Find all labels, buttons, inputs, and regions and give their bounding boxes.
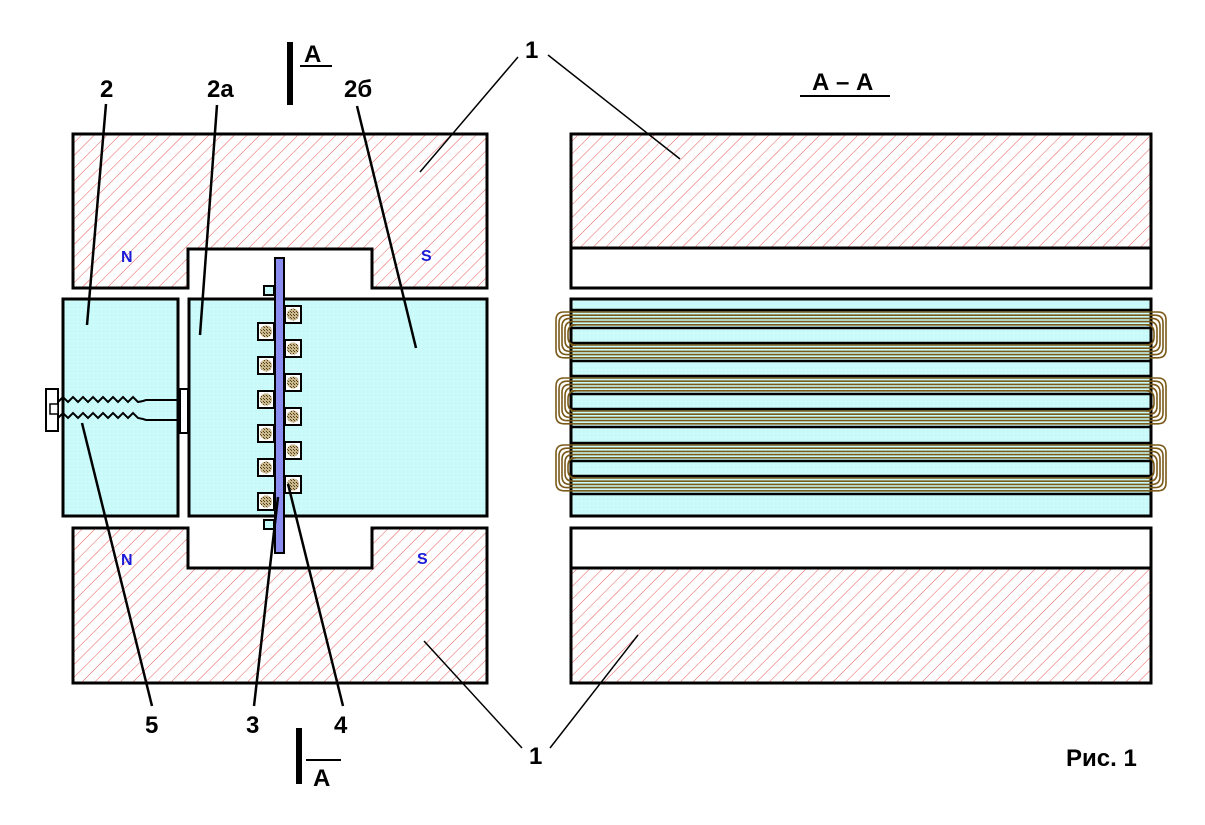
adjust-screw <box>45 388 189 434</box>
label-2a: 2а <box>207 76 234 103</box>
coil-square <box>284 441 302 460</box>
coil-square <box>284 373 302 392</box>
coil-group <box>555 441 1167 496</box>
pole-label-n-bottom: N <box>121 552 133 569</box>
coil-square <box>257 322 275 341</box>
plate-tab-bottom <box>263 519 275 530</box>
coil-square <box>257 356 275 375</box>
coil-square <box>257 458 275 477</box>
pole-label-s-bottom: S <box>417 551 428 568</box>
leader-lines <box>80 54 681 749</box>
section-mark-bottom: А <box>296 728 341 792</box>
section-view <box>555 132 1167 685</box>
section-upper-magnet <box>569 132 1153 250</box>
section-core <box>569 297 1153 518</box>
coil-group <box>555 308 1167 363</box>
label-1-bottom: 1 <box>529 743 542 770</box>
pole-piece-2 <box>61 297 180 518</box>
coil-square <box>257 424 275 443</box>
label-2b: 2б <box>344 76 372 103</box>
coil-square <box>257 492 275 511</box>
left-view: N S N S <box>45 132 489 685</box>
section-lower-gap <box>569 526 1153 570</box>
section-title: А – А <box>800 69 890 97</box>
pole-label-n-top: N <box>121 249 133 266</box>
label-2: 2 <box>100 76 113 103</box>
figure-caption: Рис. 1 <box>1066 745 1137 772</box>
coils-left-column <box>257 322 275 511</box>
coil-square <box>284 305 302 324</box>
section-title-text: А – А <box>812 69 873 96</box>
plate-3 <box>274 257 285 554</box>
section-upper-gap <box>569 246 1153 290</box>
section-mark-bottom-label: А <box>313 765 330 792</box>
coil-square <box>284 339 302 358</box>
coil-group <box>555 374 1167 429</box>
label-4: 4 <box>334 712 348 739</box>
section-mark-top-label: А <box>304 41 321 68</box>
pole-piece-2a-2b <box>187 297 489 518</box>
pole-label-s-top: S <box>421 248 432 265</box>
plate-tab-top <box>263 285 275 296</box>
label-3: 3 <box>246 712 259 739</box>
upper-magnet <box>71 132 489 290</box>
lower-magnet <box>71 526 489 685</box>
label-1-top: 1 <box>525 37 538 64</box>
section-lower-magnet <box>569 566 1153 685</box>
coil-square <box>284 407 302 426</box>
section-coil-windings <box>555 308 1167 496</box>
section-mark-top: А <box>287 41 332 105</box>
coil-square <box>257 390 275 409</box>
label-5: 5 <box>145 712 158 739</box>
